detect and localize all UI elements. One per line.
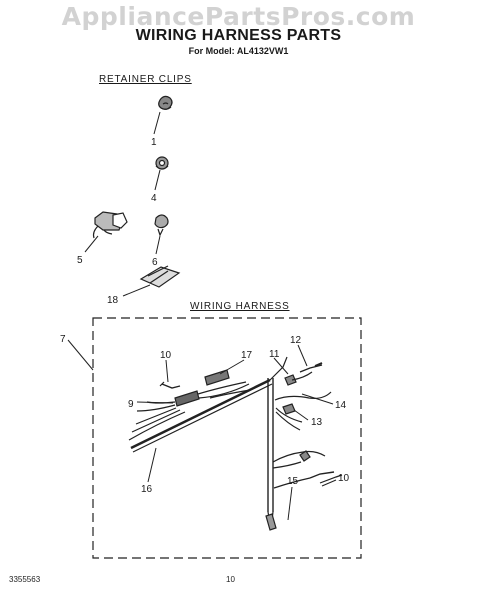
callout-17: 17	[241, 350, 253, 361]
retainer-clip-4	[155, 156, 169, 170]
leader-line-18	[122, 284, 151, 297]
callout-1: 1	[151, 137, 157, 148]
section-heading-retainer-clips: RETAINER CLIPS	[99, 74, 192, 85]
leader-line-5	[84, 235, 99, 253]
leader-line-7	[67, 339, 94, 371]
leader-line-4	[154, 169, 161, 191]
document-number: 3355563	[9, 575, 41, 584]
model-subtitle: For Model: AL4132VW1	[188, 46, 289, 56]
callout-5: 5	[77, 255, 83, 266]
callout-4: 4	[151, 193, 157, 204]
leader-line-6	[155, 235, 161, 255]
wiring-harness-assembly	[128, 356, 343, 531]
callout-14: 14	[335, 400, 347, 411]
leader-line-1	[153, 111, 161, 135]
retainer-clip-18	[139, 265, 181, 288]
page-title: WIRING HARNESS PARTS	[135, 27, 342, 44]
watermark: AppliancePartsPros.com	[61, 2, 416, 31]
retainer-clip-5	[92, 211, 128, 239]
callout-12: 12	[290, 335, 302, 346]
harness-leader-lines	[136, 344, 337, 521]
callout-13: 13	[311, 417, 323, 428]
callout-11: 11	[269, 349, 280, 360]
callout-18: 18	[107, 295, 119, 306]
wiring-harness-boundary	[92, 317, 362, 559]
retainer-clip-1	[158, 95, 173, 110]
callout-7: 7	[60, 334, 66, 345]
callout-10-top: 10	[160, 350, 172, 361]
retainer-clip-6	[154, 214, 169, 237]
callout-10-bottom: 10	[338, 473, 350, 484]
callout-6: 6	[152, 257, 158, 268]
callout-15: 15	[287, 476, 299, 487]
section-heading-wiring-harness: WIRING HARNESS	[190, 301, 290, 312]
page-number: 10	[226, 575, 235, 584]
callout-16: 16	[141, 484, 153, 495]
callout-9: 9	[128, 399, 134, 410]
